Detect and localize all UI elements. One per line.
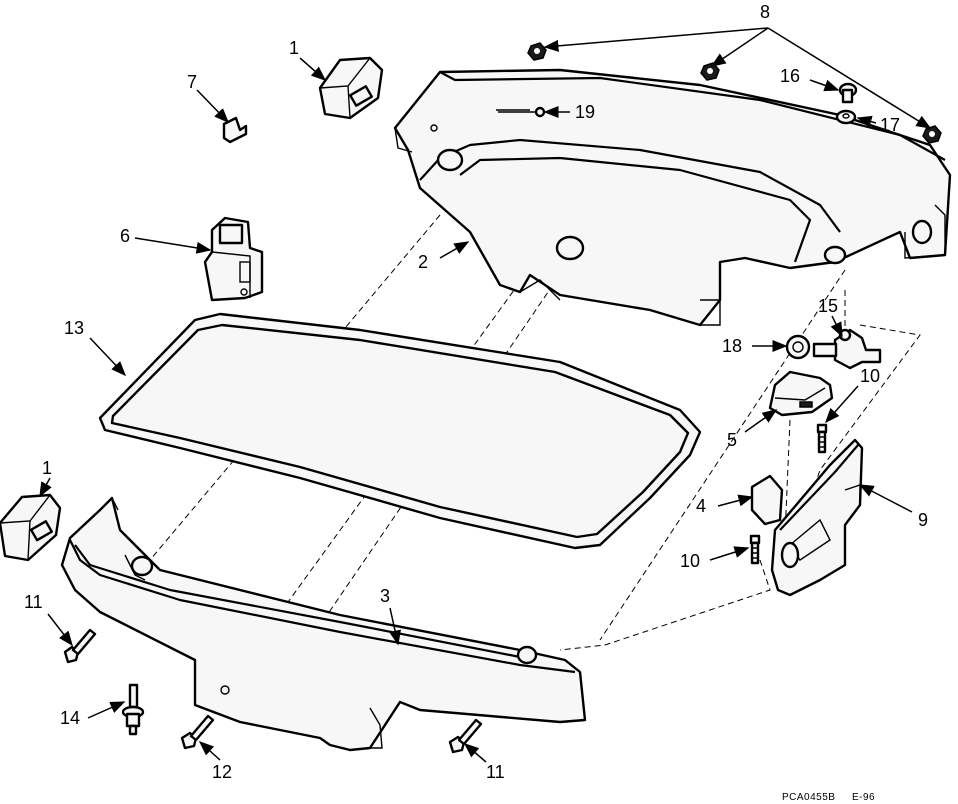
reference-code: PCA0455B E-96 [782, 792, 875, 803]
bracket-part-5 [768, 370, 834, 417]
mount-part-1-left [0, 493, 62, 562]
callout-16: 16 [780, 66, 800, 86]
callout-18: 18 [722, 336, 742, 356]
pad-part-4 [750, 474, 784, 526]
bracket-part-6 [203, 216, 264, 302]
stud-part-14 [121, 683, 145, 736]
leader-lines [39, 27, 932, 763]
callout-1-top: 1 [289, 38, 299, 58]
upper-cover-part-2 [393, 68, 952, 327]
callout-14: 14 [60, 708, 80, 728]
callout-10-upper: 10 [860, 366, 880, 386]
bolt-part-11-right [448, 718, 483, 754]
side-panel-part-9 [770, 438, 864, 597]
callout-11-left: 11 [24, 592, 43, 612]
seal-part-13 [98, 312, 702, 550]
callout-13: 13 [64, 318, 84, 338]
callout-labels: 1 7 6 13 2 8 16 17 19 15 18 10 5 4 9 10 … [24, 2, 928, 782]
grommet-part-18 [785, 334, 811, 360]
callout-2: 2 [418, 252, 428, 272]
callout-3: 3 [380, 586, 390, 606]
fitting-part-15 [812, 328, 882, 370]
callout-12: 12 [212, 762, 232, 782]
callout-10-lower: 10 [680, 551, 700, 571]
bolt-part-11-left [63, 628, 97, 664]
screw-part-10-lower [749, 534, 761, 565]
washer-part-17 [835, 109, 857, 125]
callout-19: 19 [575, 102, 595, 122]
callout-4: 4 [696, 496, 706, 516]
screw-part-10-upper [816, 423, 828, 454]
callout-8: 8 [760, 2, 770, 22]
screw-part-16 [838, 82, 858, 104]
reference-date-text: E-96 [852, 792, 875, 803]
reference-code-text: PCA0455B [782, 792, 835, 803]
callout-15: 15 [818, 296, 838, 316]
lower-cover-part-3 [60, 496, 587, 752]
callout-1-left: 1 [42, 458, 52, 478]
callout-5: 5 [727, 430, 737, 450]
callout-6: 6 [120, 226, 130, 246]
bolt-part-12 [180, 714, 215, 750]
callout-17: 17 [880, 115, 900, 135]
callout-9: 9 [918, 510, 928, 530]
callout-11-right: 11 [486, 762, 505, 782]
clip-part-7 [222, 116, 248, 144]
mount-part-1-top [318, 56, 384, 120]
callout-7: 7 [187, 72, 197, 92]
